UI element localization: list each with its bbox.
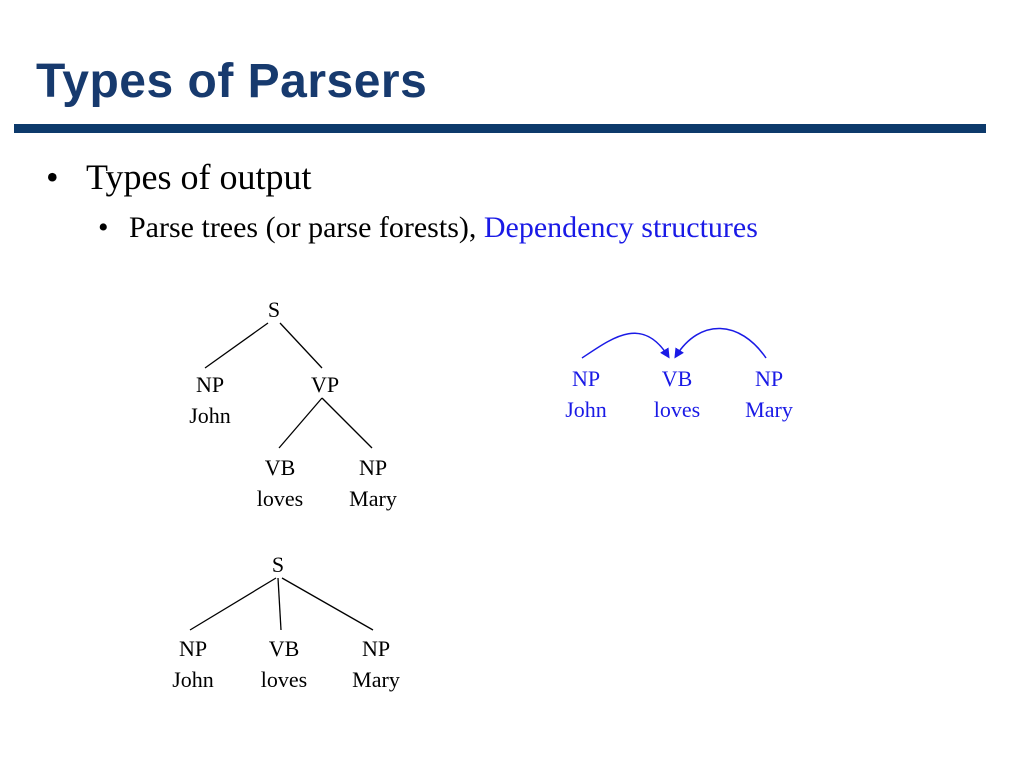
bullet-level2-text: Parse trees (or parse forests), — [129, 211, 484, 244]
tree1-edge-vp-vb — [278, 397, 323, 449]
bullet-level1: • Types of output — [46, 156, 311, 198]
bullet-level2-highlight: Dependency structures — [483, 211, 758, 244]
tree2-edge-s-np2 — [281, 577, 374, 631]
tree2-vb-tag: VB — [269, 636, 300, 661]
tree1-vb-word: loves — [257, 486, 303, 511]
dep-w2-word: loves — [654, 397, 700, 422]
tree1-np2-tag: NP — [359, 455, 387, 480]
tree1-vb-tag: VB — [265, 455, 296, 480]
parse-tree-2: S NP John VB loves NP Mary — [172, 552, 400, 692]
tree2-np2-word: Mary — [352, 667, 400, 692]
tree1-np-tag: NP — [196, 372, 224, 397]
dependency-arc-john-loves — [581, 332, 670, 359]
dep-w2-tag: VB — [662, 366, 693, 391]
tree1-vp-tag: VP — [311, 372, 339, 397]
dependency-structure: NP John VB loves NP Mary — [565, 327, 793, 422]
title-divider — [14, 124, 986, 133]
tree1-edge-s-np — [204, 322, 269, 369]
tree2-np-tag: NP — [179, 636, 207, 661]
bullet-level2: • Parse trees (or parse forests), Depende… — [98, 211, 758, 245]
tree1-edge-vp-np — [321, 397, 373, 449]
tree2-root-s: S — [272, 552, 284, 577]
dep-w1-tag: NP — [572, 366, 600, 391]
tree1-edge-s-vp — [279, 322, 323, 369]
dep-w1-word: John — [565, 397, 607, 422]
bullet-marker: • — [98, 211, 109, 244]
dep-w3-tag: NP — [755, 366, 783, 391]
tree2-edge-s-vb — [277, 577, 282, 631]
bullet-marker: • — [46, 157, 59, 197]
tree2-vb-word: loves — [261, 667, 307, 692]
dep-w3-word: Mary — [745, 397, 793, 422]
parse-tree-1: S NP John VP VB loves NP Mary — [189, 297, 397, 511]
tree1-np2-word: Mary — [349, 486, 397, 511]
dependency-arc-mary-loves — [674, 327, 767, 359]
tree2-edge-s-np — [189, 577, 277, 631]
bullet-level1-text: Types of output — [86, 157, 312, 197]
tree1-root-s: S — [268, 297, 280, 322]
tree2-np-word: John — [172, 667, 214, 692]
slide-title: Types of Parsers — [36, 55, 428, 108]
tree2-np2-tag: NP — [362, 636, 390, 661]
tree1-np-word: John — [189, 403, 231, 428]
